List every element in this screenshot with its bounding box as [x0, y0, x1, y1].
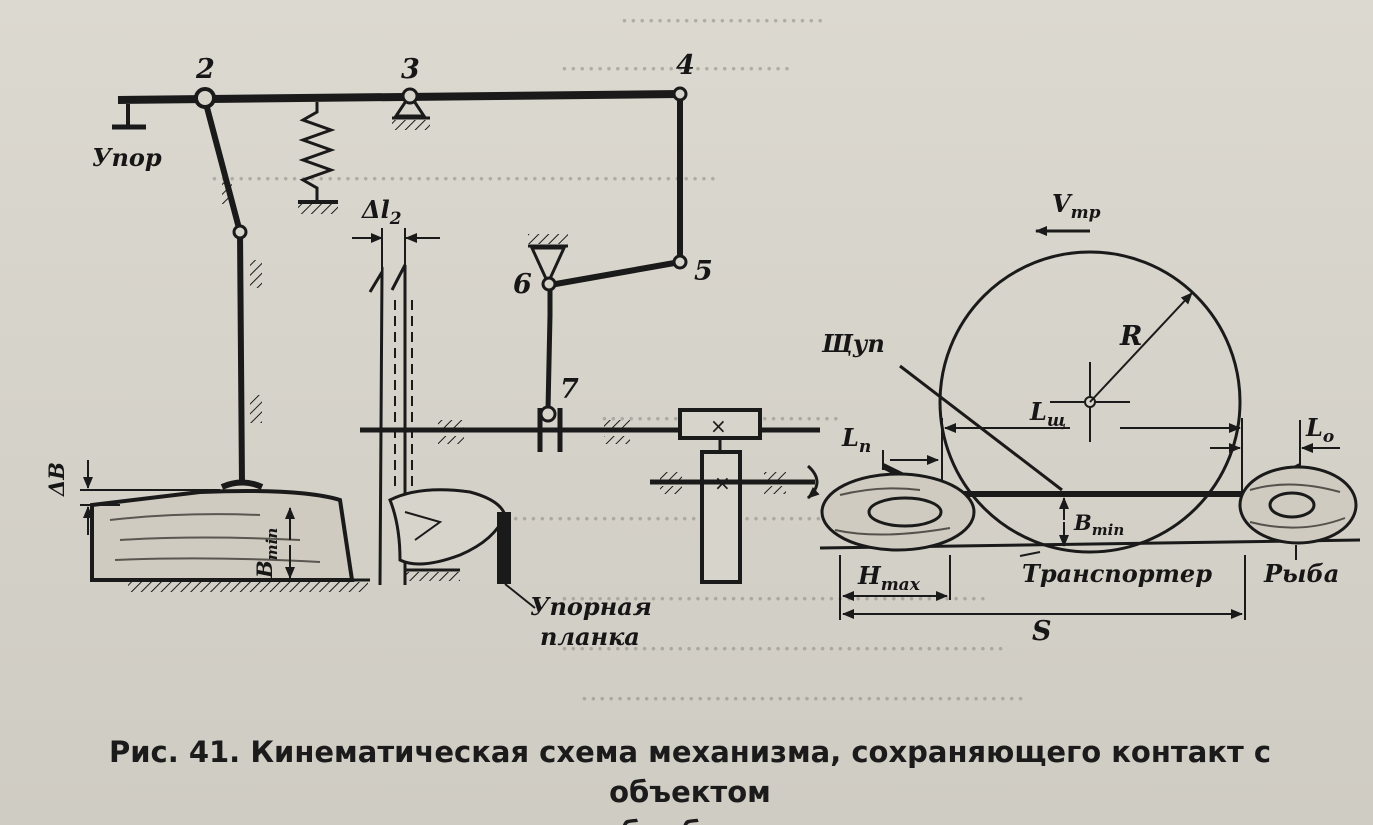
- label-5: 5: [694, 256, 713, 287]
- tip-base-hatch: [405, 572, 460, 581]
- joint-6: [541, 276, 557, 292]
- bearing-4: [764, 472, 786, 480]
- bearing-3b: [660, 486, 682, 494]
- spring-ground-hatch: [298, 204, 338, 214]
- label-7: 7: [560, 374, 579, 405]
- bearing-1: [438, 420, 464, 428]
- caption-line-2: обработки: [40, 812, 1340, 825]
- fish-slab-texture: [109, 513, 321, 563]
- label-l-shch: Lщ: [1029, 397, 1066, 431]
- fish-right: [1238, 465, 1358, 545]
- bearing-1b: [438, 436, 464, 444]
- fish-left-inner: [867, 496, 943, 528]
- pivot-6: [529, 246, 567, 287]
- knife-tip-inner: [404, 511, 443, 541]
- rod-upper: [202, 99, 243, 233]
- stop-plate: [497, 512, 511, 584]
- upper-gear: [678, 408, 762, 440]
- label-ryba: Рыба: [1263, 559, 1339, 588]
- pivot-6-hatch: [528, 234, 568, 244]
- rod-guide-lower: [250, 395, 262, 423]
- label-s: S: [1032, 616, 1052, 647]
- joint-mid: [232, 224, 248, 240]
- spring: [298, 102, 336, 200]
- figure-caption: Рис. 41. Кинематическая схема механизма,…: [40, 732, 1340, 825]
- joint-3: [401, 87, 419, 105]
- fish-right-texture: [1249, 483, 1346, 529]
- knife-assembly: [352, 228, 440, 586]
- label-2: 2: [195, 54, 215, 85]
- joint-7: [539, 405, 557, 423]
- svg-text:..............................: ........................................…: [560, 574, 987, 607]
- fish-slab: [90, 489, 355, 582]
- pivot-3-hatch: [392, 120, 430, 130]
- joint-5: [672, 254, 688, 270]
- radius-line: [1089, 292, 1193, 403]
- bearing-4b: [764, 486, 786, 494]
- fish-left-texture: [834, 487, 951, 536]
- rod-guide-upper: [250, 260, 262, 288]
- bearing-3: [660, 472, 682, 480]
- label-3: 3: [401, 54, 420, 85]
- rod-foot: [220, 479, 264, 490]
- svg-text:..............................: ........................................…: [580, 674, 1025, 707]
- label-upornaya: Упорная: [530, 592, 652, 621]
- label-radius: R: [1119, 321, 1142, 352]
- label-delta-b: ΔB: [44, 462, 69, 497]
- rotation-arrow: [806, 464, 820, 500]
- fish-right-inner: [1268, 491, 1316, 519]
- label-upor: Упор: [92, 143, 162, 172]
- knife-tip-assembly: [388, 488, 536, 609]
- rod-lower: [237, 231, 245, 486]
- svg-text:..............................: ........................................…: [210, 154, 717, 187]
- knife-tip: [388, 488, 507, 566]
- caption-line-1: Рис. 41. Кинематическая схема механизма,…: [40, 732, 1340, 812]
- label-l-o: Lо: [1305, 413, 1334, 447]
- label-4: 4: [676, 50, 695, 81]
- svg-text:..............................: ........................................…: [560, 624, 1005, 657]
- svg-text:..........................: ..........................: [560, 44, 791, 77]
- upper-gear-mark: ×: [710, 414, 727, 438]
- label-shchup: Щуп: [821, 329, 885, 358]
- stop-plate-leader: [504, 583, 536, 609]
- lever-mechanism: [112, 86, 688, 490]
- kinematic-diagram: ....................... ................…: [44, 0, 1361, 707]
- bearing-2b: [604, 436, 630, 444]
- label-v-tr: Vтр: [1052, 189, 1101, 223]
- slab-base-hatch: [128, 582, 368, 592]
- fish-left: [820, 472, 976, 552]
- lower-gear: [700, 450, 742, 584]
- probe-geometry: [819, 226, 1361, 620]
- rod-guide-mid-left: [222, 180, 232, 204]
- label-transporter: Транспортер: [1022, 559, 1212, 588]
- link-6-7: [545, 285, 553, 411]
- bearing-2: [604, 420, 630, 428]
- diagram-labels: 2 3 4 5 6 7 Упор Δl2 ΔB Bmin Упорная пла…: [44, 50, 1339, 651]
- page-bleed-through: ....................... ................…: [210, 0, 1025, 707]
- caption-prefix: Рис. 41.: [108, 735, 241, 769]
- label-l-p: Lп: [841, 423, 871, 457]
- joint-4: [672, 86, 688, 102]
- svg-text:.......................: .......................: [620, 0, 825, 29]
- left-fish-block: [80, 460, 370, 592]
- shaft-assembly: × ×: [360, 408, 820, 584]
- label-h-max: Hmax: [857, 561, 921, 595]
- probe-circle: [938, 250, 1242, 554]
- label-planka: планка: [540, 622, 640, 651]
- label-bmin-left: Bmin: [252, 528, 281, 579]
- label-delta-l2: Δl2: [361, 195, 402, 229]
- joint-2: [194, 87, 216, 109]
- pivot-3: [393, 92, 427, 118]
- label-6: 6: [513, 269, 532, 300]
- transporter-leader: [1019, 551, 1041, 557]
- link-5-6: [549, 259, 681, 288]
- caption-text-1: Кинематическая схема механизма, сохраняю…: [250, 735, 1272, 809]
- label-bmin-right: Bmin: [1073, 510, 1124, 539]
